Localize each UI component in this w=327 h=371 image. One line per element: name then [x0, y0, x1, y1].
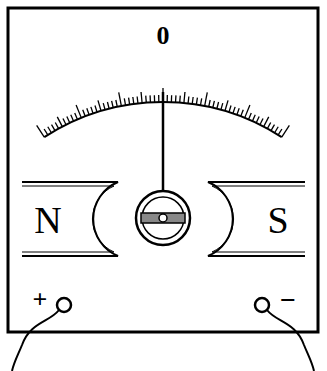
scale-tick [237, 108, 239, 115]
scale-tick [98, 100, 101, 111]
pivot [159, 214, 167, 222]
scale-tick [260, 118, 263, 124]
negative-terminal [255, 298, 269, 312]
scale-tick [55, 122, 58, 128]
scale-tick [129, 98, 130, 105]
scale-tick [179, 96, 181, 103]
scale-tick [196, 98, 197, 105]
scale-tick [63, 118, 66, 124]
scale-tick [37, 125, 45, 137]
scale-tick [83, 110, 85, 117]
scale-tick [256, 117, 259, 123]
scale-tick [267, 122, 270, 128]
scale-tick [167, 95, 168, 102]
scale-tick [278, 129, 282, 135]
scale-tick [132, 97, 134, 104]
scale-tick [44, 129, 48, 135]
scale-tick [67, 117, 70, 123]
scale-tick [136, 96, 138, 103]
north-pole-piece [22, 182, 118, 256]
scale-tick [116, 100, 117, 107]
scale-tick [264, 117, 269, 127]
scale-tick [209, 100, 210, 107]
scale-tick [149, 95, 151, 102]
scale-tick [119, 92, 122, 106]
north-pole-inner [22, 186, 114, 252]
scale-tick [48, 127, 52, 133]
scale-tick [91, 107, 93, 114]
scale-tick [249, 113, 252, 119]
scale-tick [75, 113, 78, 119]
pole-label: N [34, 201, 61, 239]
scale-tick [200, 98, 201, 105]
positive-terminal [57, 298, 71, 312]
needle [162, 92, 165, 192]
scale-tick [213, 101, 215, 108]
scale-tick [57, 117, 62, 127]
wire [267, 310, 314, 371]
scale-tick [221, 103, 223, 110]
scale-tick [52, 125, 55, 131]
scale-tick [171, 95, 173, 102]
pole-label: S [267, 201, 288, 239]
polarity-sign: − [280, 286, 296, 314]
scale-tick [107, 102, 109, 109]
zero-mark: 0 [157, 23, 170, 49]
scale-tick [241, 110, 243, 117]
coil-inner [142, 197, 184, 239]
scale-tick [184, 92, 185, 103]
south-pole-inner [212, 186, 305, 252]
coil [136, 191, 190, 245]
scale-tick [252, 115, 255, 121]
scale-tick [158, 95, 159, 102]
scale-tick [95, 106, 97, 113]
scale-tick [154, 95, 156, 102]
polarity-sign: + [33, 287, 48, 313]
scale-tick [103, 103, 105, 110]
wire [12, 310, 59, 371]
scale-tick [225, 100, 228, 111]
scale-tick [192, 97, 194, 104]
scale-tick [233, 107, 235, 114]
meter-frame [8, 8, 318, 332]
scale-tick [76, 105, 81, 118]
scale-tick [271, 125, 274, 131]
scale-tick [141, 92, 142, 103]
scale-tick [282, 125, 290, 137]
coil-band [141, 213, 185, 223]
scale-tick [275, 127, 279, 133]
scale-tick [205, 92, 208, 106]
scale-tick [112, 101, 114, 108]
scale-tick [175, 95, 177, 102]
scale-tick [217, 102, 219, 109]
scale-tick [229, 106, 231, 113]
scale-tick [187, 96, 189, 103]
scale-tick [71, 115, 74, 121]
south-pole-piece [208, 182, 305, 256]
scale-tick [145, 96, 147, 103]
scale-tick [245, 105, 250, 118]
scale-tick [87, 108, 89, 115]
scale-tick [124, 98, 125, 105]
